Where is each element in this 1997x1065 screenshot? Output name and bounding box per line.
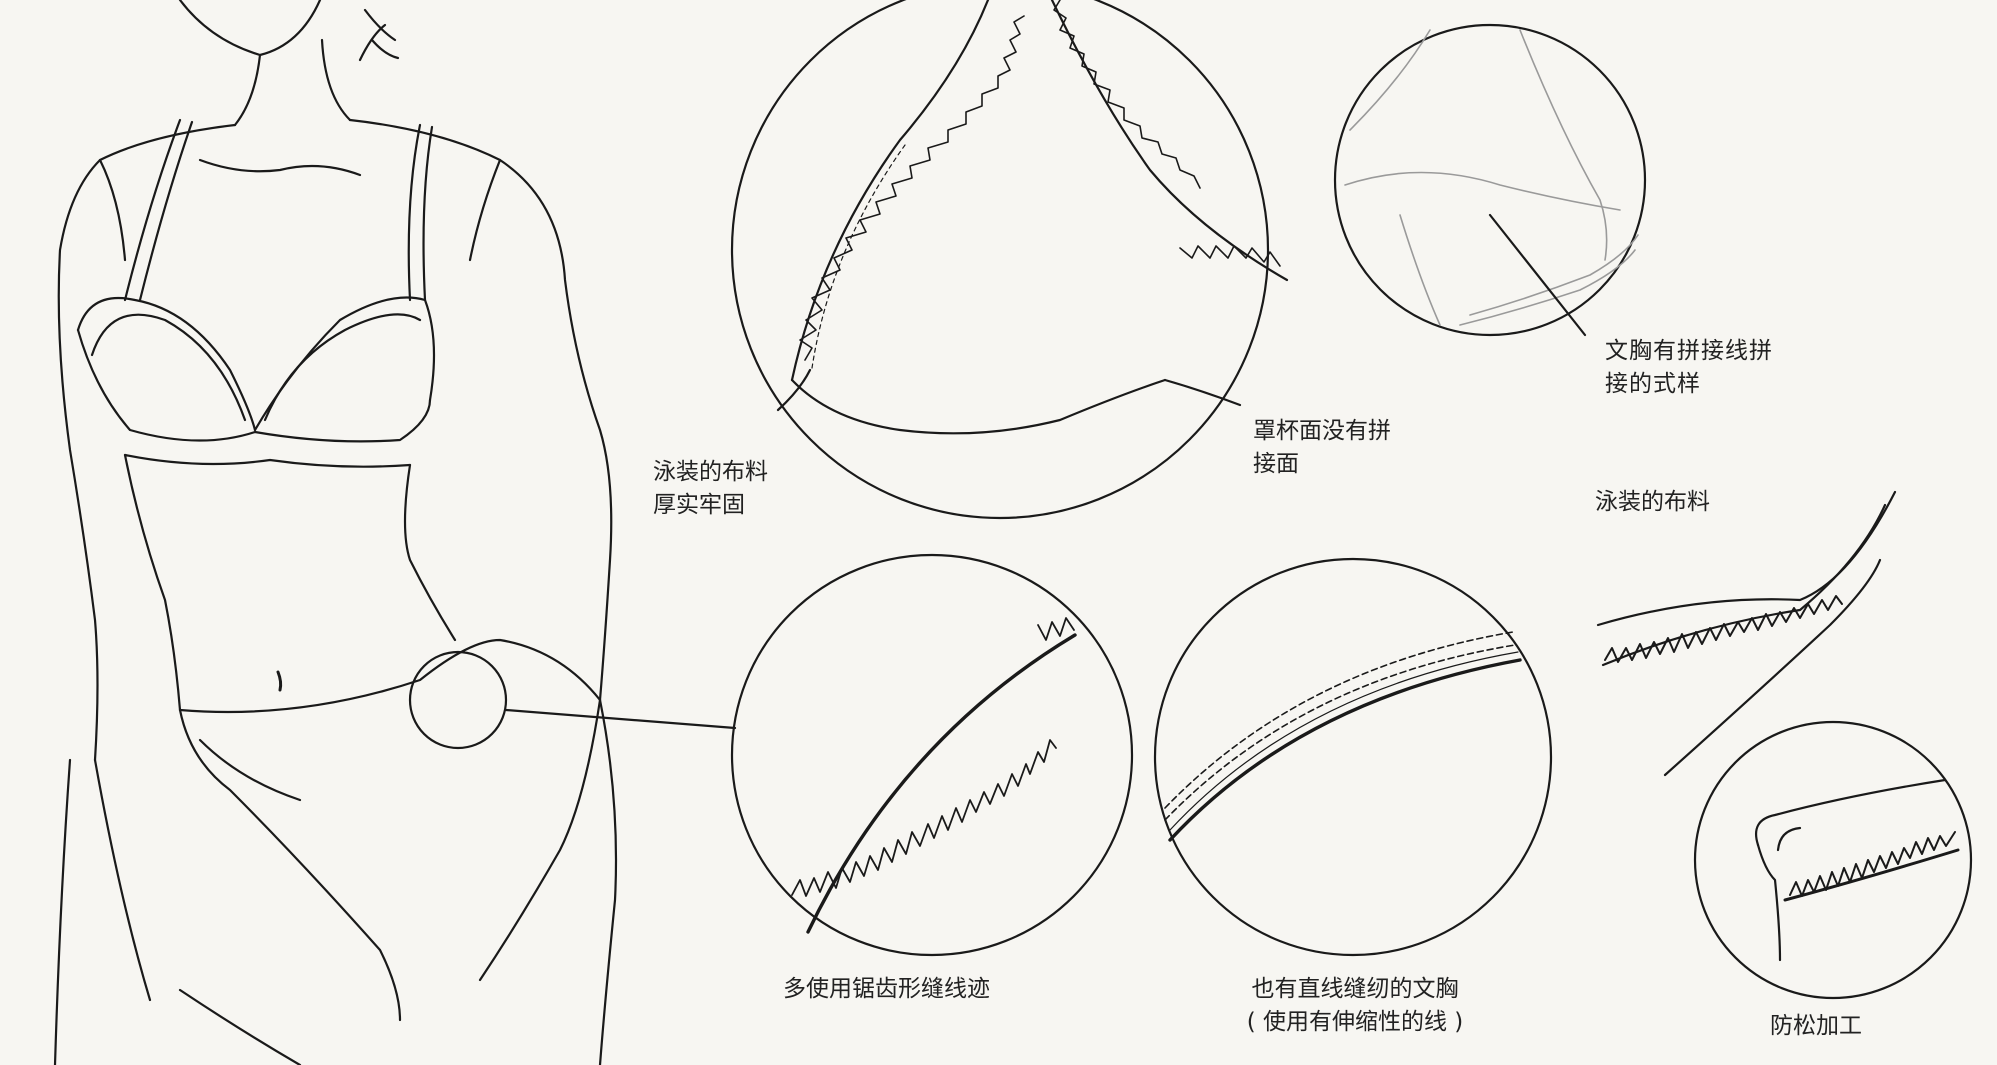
seam-detail-circle (1333, 23, 1647, 337)
anti-fray-circle (1693, 720, 1973, 1000)
leader-line-seam (1488, 213, 1587, 337)
straight-stitch-circle (1153, 557, 1553, 957)
label-straight-stitch-line2: ( 使用有伸缩性的线 ) (1246, 1009, 1464, 1035)
label-bra-with-seams: 文胸有拼接线拼 接的式样 (1605, 335, 1773, 401)
label-swim-fabric-text: 泳装的布料 (1595, 489, 1710, 515)
label-swim-fabric-sturdy-line1: 泳装的布料 (653, 459, 768, 485)
label-zigzag-stitch: 多使用锯齿形缝线迹 (783, 973, 990, 1006)
label-swim-fabric-sturdy: 泳装的布料 厚实牢固 (653, 456, 768, 522)
label-straight-stitch: 也有直线缝纫的文胸 ( 使用有伸缩性的线 ) (1200, 973, 1510, 1039)
label-bra-with-seams-line1: 文胸有拼接线拼 (1605, 338, 1773, 364)
figure-illustration (53, 0, 618, 1065)
label-straight-stitch-line1: 也有直线缝纫的文胸 (1251, 976, 1459, 1002)
label-cup-no-seam: 罩杯面没有拼 接面 (1253, 415, 1391, 481)
label-bra-with-seams-line2: 接的式样 (1605, 371, 1701, 397)
zigzag-stitch-circle (730, 553, 1134, 957)
leader-line-hip (504, 708, 737, 730)
label-swim-fabric: 泳装的布料 (1595, 486, 1710, 519)
hip-detail-marker (408, 650, 508, 750)
label-anti-fray: 防松加工 (1770, 1010, 1862, 1043)
label-zigzag-stitch-text: 多使用锯齿形缝线迹 (783, 976, 990, 1002)
label-cup-no-seam-line2: 接面 (1253, 451, 1299, 477)
cup-detail-circle (730, 0, 1289, 520)
label-cup-no-seam-line1: 罩杯面没有拼 (1253, 418, 1391, 444)
label-swim-fabric-sturdy-line2: 厚实牢固 (653, 492, 745, 518)
label-anti-fray-text: 防松加工 (1770, 1013, 1862, 1039)
swimsuit-fabric-sketch (1596, 490, 1897, 777)
